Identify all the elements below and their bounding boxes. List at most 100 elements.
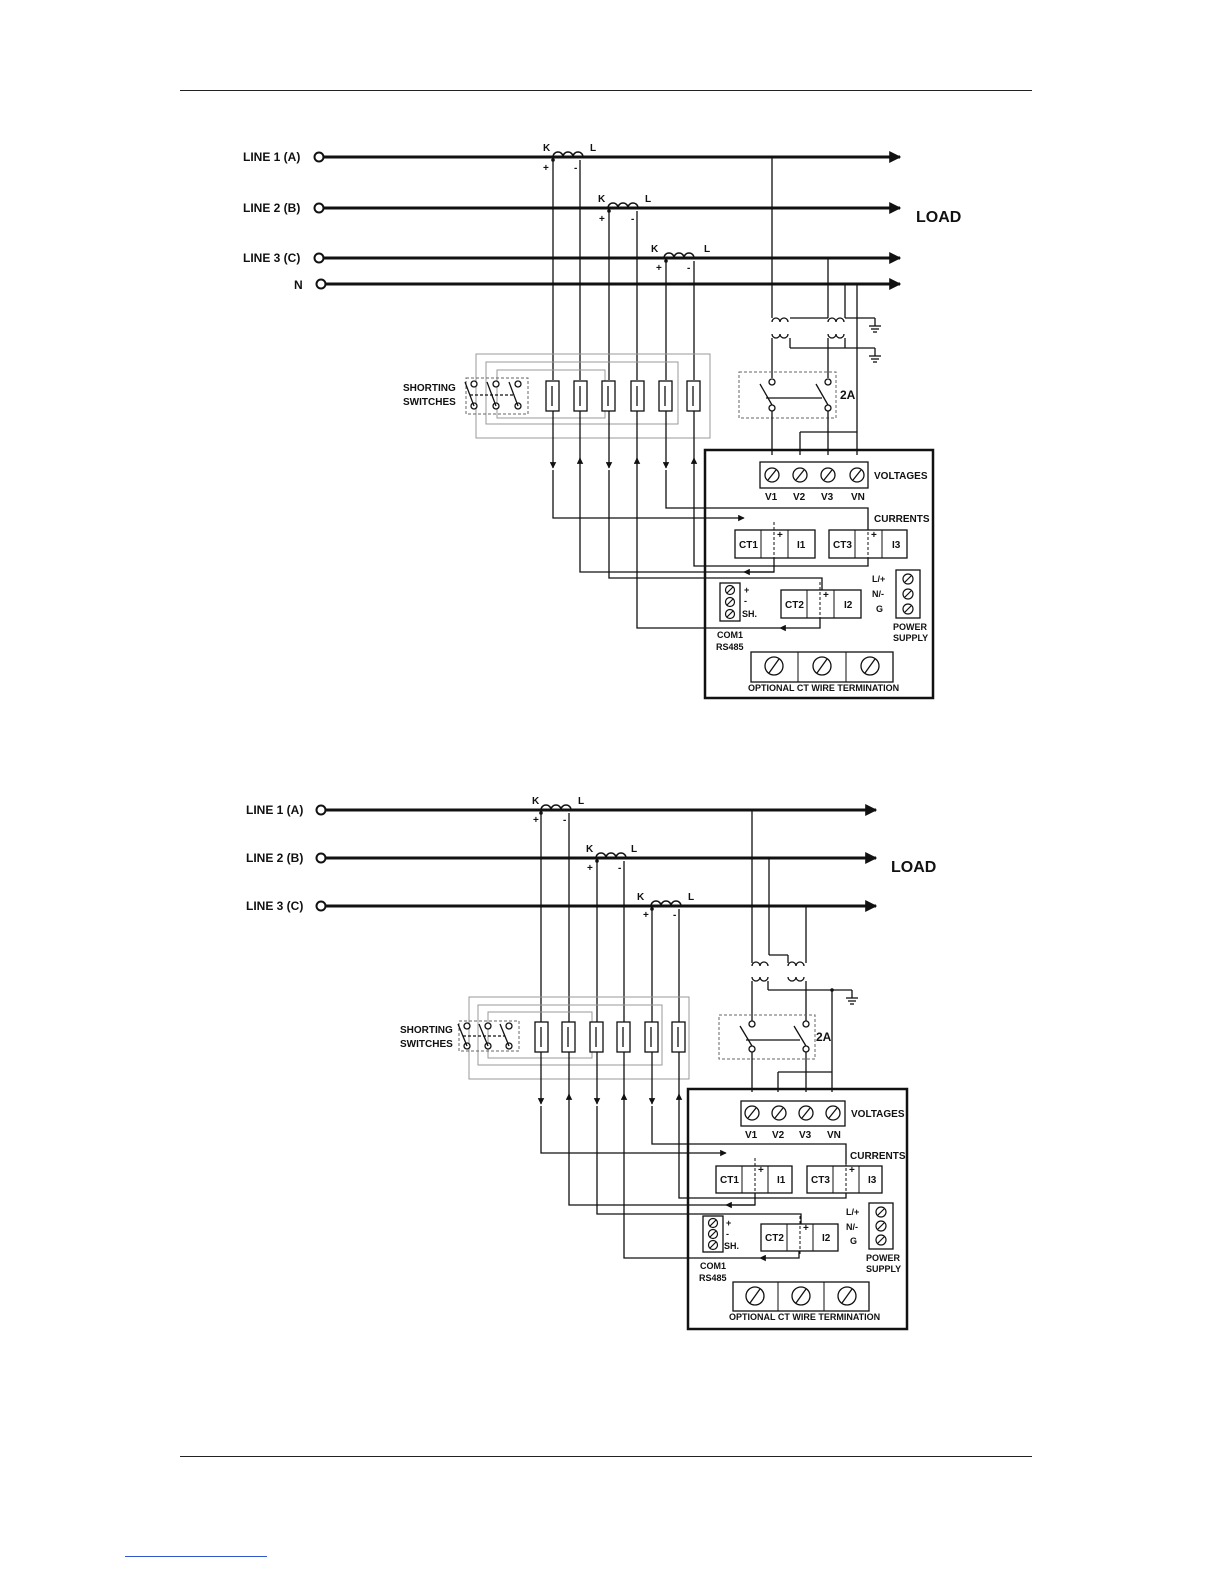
ct2-label-b: CT2 (765, 1233, 784, 1244)
meter-terminal-box-b: VOLTAGES V1 V2 V3 VN CURRENTS CT1 + I1 C… (686, 1087, 909, 1331)
ct3-label-b: CT3 (811, 1175, 830, 1186)
ct3-plus: + (656, 263, 662, 274)
ct3-minus: - (687, 263, 690, 274)
fuse-2a-block-b (718, 1014, 832, 1092)
i1-label-b: I1 (777, 1175, 786, 1186)
i1-label: I1 (797, 540, 806, 551)
ct1-minus-b: - (563, 815, 566, 826)
ct2-l-label-b: L (631, 844, 637, 855)
v1-label: V1 (765, 492, 778, 503)
line-1-label-b: LINE 1 (A) (246, 803, 303, 817)
ps-l-label-b: L/+ (846, 1207, 859, 1217)
ct1-plus: + (543, 163, 549, 174)
meter-terminal-box: VOLTAGES V1 V2 V3 VN CURRENTS CT1 + I1 C… (703, 448, 935, 700)
optional-ct-label: OPTIONAL CT WIRE TERMINATION (748, 683, 899, 693)
v1-label-b: V1 (745, 1130, 758, 1141)
line-3-label-b: LINE 3 (C) (246, 899, 303, 913)
footer-rule (180, 1456, 1032, 1457)
ct1-l-label-b: L (578, 796, 584, 807)
com-plus-b: + (726, 1218, 731, 1228)
ps-l-label: L/+ (872, 574, 885, 584)
supply-label-b: SUPPLY (866, 1264, 901, 1274)
voltages-label: VOLTAGES (874, 471, 928, 482)
rs485-label: RS485 (716, 642, 744, 652)
optional-ct-label-b: OPTIONAL CT WIRE TERMINATION (729, 1312, 880, 1322)
ct2-plus-b: + (587, 863, 593, 874)
power-label: POWER (893, 622, 928, 632)
ct2-plus: + (599, 214, 605, 225)
shorting-switch-block (464, 353, 711, 439)
ct3-minus-b: - (673, 910, 676, 921)
ct1-l-label: L (590, 143, 596, 154)
shorting-label-2: SWITCHES (403, 397, 456, 408)
ps-g-label-b: G (850, 1236, 857, 1246)
ct3-label: CT3 (833, 540, 852, 551)
footer-link-underline (125, 1556, 267, 1557)
ct1-plus-meter: + (777, 530, 783, 541)
load-label-b: LOAD (891, 859, 936, 876)
vn-label: VN (851, 492, 865, 503)
fuse-label: 2A (840, 388, 856, 402)
ct2-minus-b: - (618, 863, 621, 874)
load-label: LOAD (916, 209, 961, 226)
v2-label-b: V2 (772, 1130, 785, 1141)
ps-n-label-b: N/- (846, 1222, 858, 1232)
ct1-plus-b: + (533, 815, 539, 826)
diagram-4-wire: LINE 1 (A) LINE 2 (B) LINE 3 (C) N LOAD … (243, 143, 961, 700)
power-label-b: POWER (866, 1253, 901, 1263)
i3-label-b: I3 (868, 1175, 877, 1186)
ct-coil-1 (552, 151, 584, 158)
ct1-k-label: K (543, 143, 551, 154)
fuse-2a-block (738, 284, 858, 455)
ct2-label: CT2 (785, 600, 804, 611)
ct2-k-label-b: K (586, 844, 594, 855)
ct3-plus-meter: + (871, 530, 877, 541)
vn-label-b: VN (827, 1130, 841, 1141)
ct3-l-label: L (704, 244, 710, 255)
ct-coil-3 (663, 252, 695, 259)
voltages-label-b: VOLTAGES (851, 1109, 905, 1120)
supply-label: SUPPLY (893, 633, 928, 643)
com-sh: SH. (742, 609, 757, 619)
com-sh-b: SH. (724, 1241, 739, 1251)
line-2-terminal (313, 202, 325, 214)
com-minus-b: - (726, 1229, 729, 1239)
ps-n-label: N/- (872, 589, 884, 599)
ct2-plus-meter-b: + (803, 1223, 809, 1234)
shorting-switch-block-b (457, 996, 690, 1080)
ct1-plus-meter-b: + (758, 1165, 764, 1176)
diagram-3-wire: LINE 1 (A) LINE 2 (B) LINE 3 (C) LOAD K … (246, 796, 936, 1331)
line-3-terminal (313, 252, 325, 264)
header-rule (180, 90, 1032, 91)
com1-label: COM1 (717, 630, 743, 640)
shorting-label-2-b: SWITCHES (400, 1039, 453, 1050)
shorting-label-1: SHORTING (403, 383, 456, 394)
ct-coil-2 (607, 202, 639, 209)
line-2-label-b: LINE 2 (B) (246, 851, 303, 865)
ct2-minus: - (631, 214, 634, 225)
fuse-label-b: 2A (816, 1030, 832, 1044)
ct3-l-label-b: L (688, 892, 694, 903)
com-minus: - (744, 596, 747, 606)
v3-label: V3 (821, 492, 834, 503)
ps-g-label: G (876, 604, 883, 614)
ct1-k-label-b: K (532, 796, 540, 807)
currents-label-b: CURRENTS (850, 1151, 906, 1162)
line-1-label: LINE 1 (A) (243, 150, 300, 164)
ct1-label: CT1 (739, 540, 758, 551)
shorting-label-1-b: SHORTING (400, 1025, 453, 1036)
ct2-k-label: K (598, 194, 606, 205)
v3-label-b: V3 (799, 1130, 812, 1141)
ct3-plus-b: + (643, 910, 649, 921)
line-1-terminal (313, 151, 325, 163)
ct3-k-label-b: K (637, 892, 645, 903)
rs485-label-b: RS485 (699, 1273, 727, 1283)
i2-label: I2 (844, 600, 853, 611)
ct3-k-label: K (651, 244, 659, 255)
neutral-label: N (294, 278, 303, 292)
i3-label: I3 (892, 540, 901, 551)
currents-label: CURRENTS (874, 514, 930, 525)
ct2-l-label: L (645, 194, 651, 205)
